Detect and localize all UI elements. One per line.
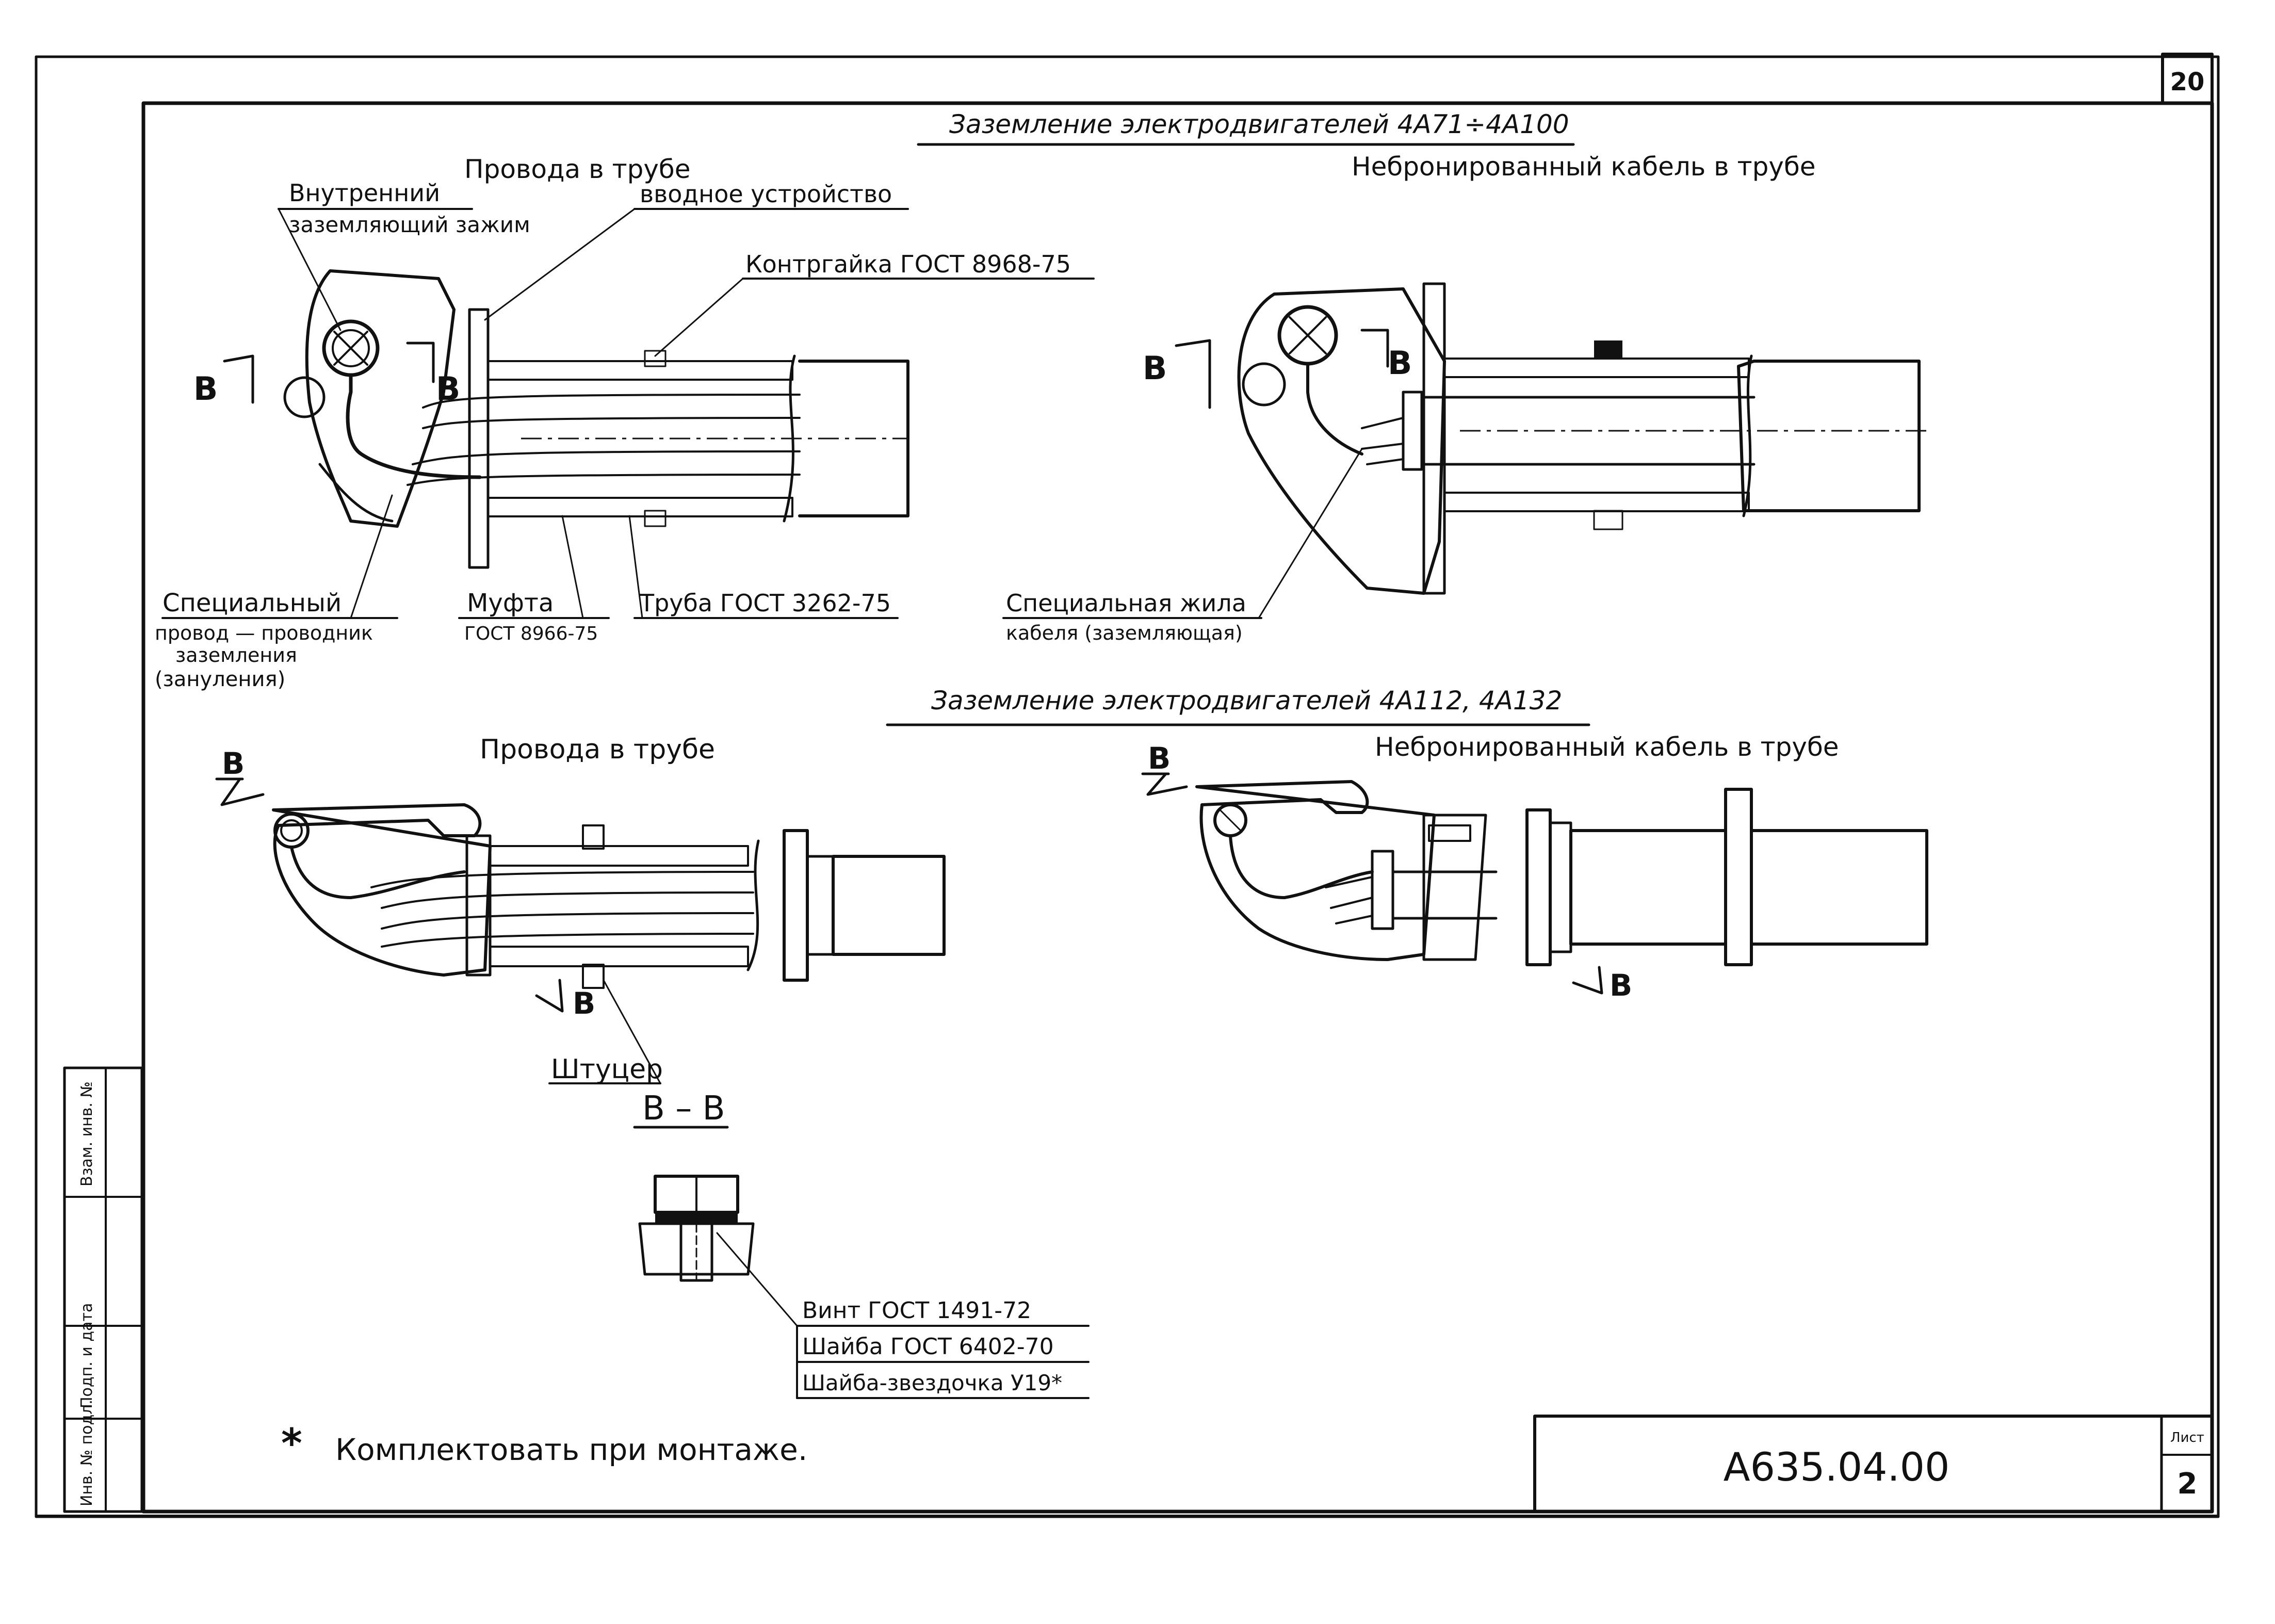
label-locknut: Контргайка ГОСТ 8968-75 xyxy=(745,250,1071,278)
cut-arrow-bottom-left-top xyxy=(215,777,265,806)
top-right-leaders xyxy=(1002,448,1363,619)
sheet-number: 2 xyxy=(2178,1467,2198,1501)
bottom-right-cut-bottom: В xyxy=(1610,968,1632,1003)
label-special-wire-2: провод — проводник xyxy=(155,622,373,644)
section-title-top: Заземление электродвигателей 4А71÷4А100 xyxy=(949,109,1569,139)
label-special-core-2: кабеля (заземляющая) xyxy=(1006,622,1243,644)
label-internal-clamp-2: заземляющий зажим xyxy=(289,212,530,237)
sheet-frame xyxy=(35,53,2220,1518)
cut-arrow-right-2 xyxy=(1360,329,1389,368)
cut-arrow-left xyxy=(223,354,254,404)
stamp-label-signature: Подп. и дата xyxy=(78,1303,96,1408)
top-left-title: Провода в трубе xyxy=(464,154,691,184)
top-right-motor-drawing xyxy=(1237,282,1929,595)
side-stamp: Инв. № подл. Подп. и дата Взам. инв. № xyxy=(63,1066,143,1513)
page-number: 20 xyxy=(2170,68,2205,96)
bottom-left-leaders xyxy=(548,979,729,1129)
label-special-wire-1: Специальный xyxy=(163,589,342,618)
top-left-cut-mark-left: В xyxy=(193,370,218,408)
footnote-star: * xyxy=(281,1421,302,1467)
bottom-right-motor-drawing xyxy=(1195,780,1928,966)
stamp-label-replace: Взам. инв. № xyxy=(78,1081,96,1187)
label-input-device: вводное устройство xyxy=(640,180,892,208)
bottom-right-cut-top: В xyxy=(1148,741,1171,776)
bottom-left-title: Провода в трубе xyxy=(480,734,715,765)
top-right-cut-mark-right: В xyxy=(1388,344,1412,382)
label-fitting: Штуцер xyxy=(551,1054,663,1085)
document-code: А635.04.00 xyxy=(1724,1444,1950,1490)
cut-arrow-bottom-right-top xyxy=(1141,772,1188,796)
top-left-cut-mark-right: В xyxy=(436,370,460,408)
label-internal-clamp-1: Внутренний xyxy=(289,179,440,207)
label-star-washer: Шайба-звездочка У19* xyxy=(802,1370,1062,1395)
section-label-bb: В – В xyxy=(642,1090,725,1128)
label-special-core-1: Специальная жила xyxy=(1006,589,1246,617)
label-special-wire-4: (зануления) xyxy=(155,668,285,691)
cut-arrow-left-2 xyxy=(1175,339,1211,409)
sheet-label: Лист xyxy=(2170,1430,2204,1446)
label-washer: Шайба ГОСТ 6402-70 xyxy=(802,1334,1054,1360)
cut-arrow-right xyxy=(406,342,435,383)
top-left-leaders xyxy=(161,208,1095,619)
bottom-left-cut-bottom: В xyxy=(573,986,595,1021)
label-special-wire-3: заземления xyxy=(175,644,297,667)
bottom-right-title: Небронированный кабель в трубе xyxy=(1375,732,1839,762)
cut-arrow-bottom-left-bottom xyxy=(535,979,564,1013)
detail-leaders xyxy=(716,1232,1090,1399)
label-coupling-2: ГОСТ 8966-75 xyxy=(464,623,598,644)
section-title-bottom: Заземление электродвигателей 4А112, 4А13… xyxy=(931,686,1562,716)
top-right-cut-mark-left: В xyxy=(1143,349,1167,387)
title-block xyxy=(1533,1415,2214,1513)
label-pipe: Труба ГОСТ 3262-75 xyxy=(639,589,891,617)
footnote: Комплектовать при монтаже. xyxy=(335,1432,807,1467)
label-coupling-1: Муфта xyxy=(467,589,554,618)
stamp-label-invno: Инв. № подл. xyxy=(78,1400,96,1506)
label-screw: Винт ГОСТ 1491-72 xyxy=(802,1297,1031,1324)
top-right-title: Небронированный кабель в трубе xyxy=(1352,152,1816,182)
section-detail-drawing xyxy=(638,1175,755,1282)
bottom-left-motor-drawing xyxy=(272,803,946,989)
bottom-left-cut-top: В xyxy=(222,746,245,781)
cut-arrow-bottom-right-bottom xyxy=(1572,966,1603,995)
top-left-motor-drawing xyxy=(283,269,909,569)
